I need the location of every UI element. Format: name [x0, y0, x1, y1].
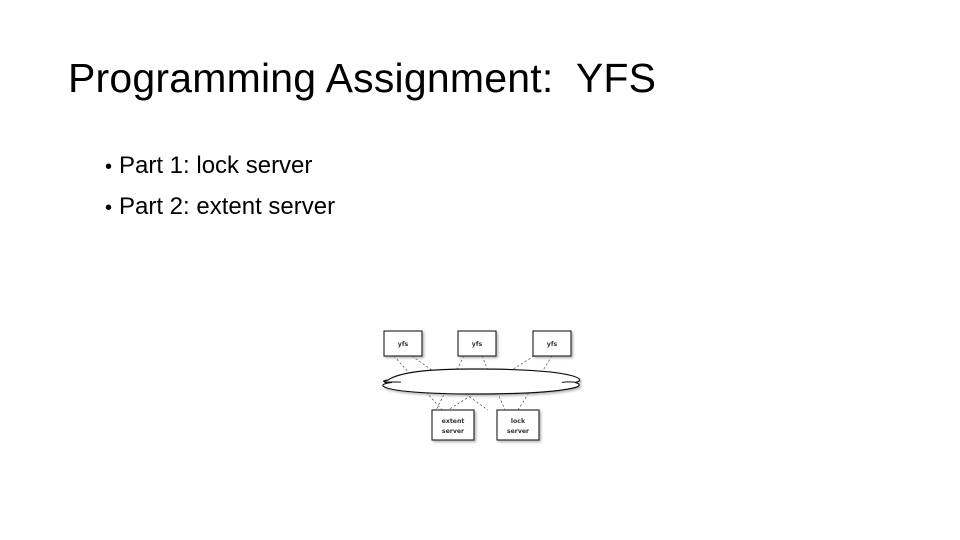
- yfs-architecture-diagram: yfs yfs yfs extent server lock server: [370, 318, 595, 453]
- extent-server-node: extent server: [431, 409, 475, 441]
- bullet-item-label: Part 1: lock server: [119, 152, 313, 179]
- yfs-client-label: yfs: [472, 341, 483, 348]
- yfs-client-label: yfs: [398, 341, 409, 348]
- list-item: • Part 1: lock server: [105, 146, 805, 187]
- lock-server-label-line1: lock: [511, 418, 526, 425]
- extent-server-label-line1: extent: [442, 418, 465, 425]
- yfs-client-node: yfs: [457, 330, 497, 357]
- bullet-item-label: Part 2: extent server: [119, 193, 336, 220]
- network-cloud-shape: [382, 368, 581, 395]
- yfs-client-node: yfs: [532, 330, 572, 357]
- list-item: • Part 2: extent server: [105, 187, 805, 228]
- page-title: Programming Assignment: YFS: [68, 55, 657, 101]
- yfs-client-label: yfs: [547, 341, 558, 348]
- bullet-marker-icon: •: [105, 156, 113, 178]
- extent-server-label-line2: server: [442, 428, 465, 435]
- lock-server-node: lock server: [496, 409, 540, 441]
- bullet-marker-icon: •: [105, 197, 113, 219]
- lock-server-label-line2: server: [507, 428, 530, 435]
- yfs-client-node: yfs: [383, 330, 423, 357]
- bullet-list: • Part 1: lock server • Part 2: extent s…: [105, 146, 805, 228]
